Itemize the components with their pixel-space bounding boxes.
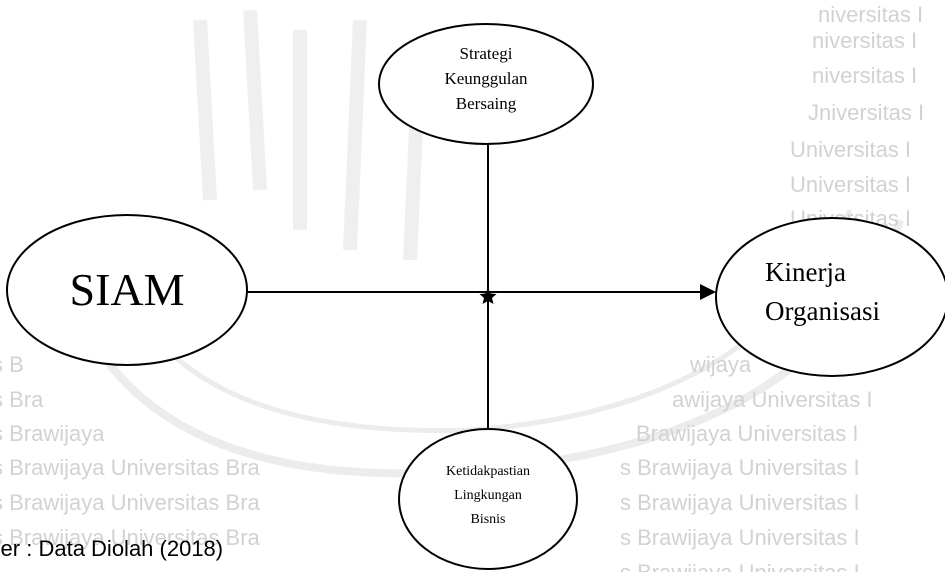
watermark-line: s Brawijaya: [0, 421, 105, 446]
arrowhead-icon: [700, 284, 716, 300]
node-ketidakpastian-label-line: Ketidakpastian: [446, 464, 530, 479]
watermark-line: niversitas I: [818, 2, 923, 27]
watermark-line: Universitas I: [790, 137, 911, 162]
node-ketidakpastian: Ketidakpastian Lingkungan Bisnis: [399, 429, 577, 569]
watermark-line: s Bra: [0, 387, 44, 412]
watermark-line: s Brawijaya Universitas Bra: [0, 455, 261, 480]
watermark-line: awijaya Universitas I: [672, 387, 873, 412]
node-siam: SIAM: [7, 215, 247, 365]
node-ketidakpastian-label-line: Lingkungan: [454, 488, 522, 503]
watermark-line: wijaya: [689, 352, 752, 377]
node-kinerja: Kinerja Organisasi: [716, 218, 945, 376]
watermark-line: Universitas I: [790, 172, 911, 197]
watermark-line: s Brawijaya Universitas I: [620, 525, 860, 550]
watermark-line: niversitas I: [812, 63, 917, 88]
watermark-line: s B: [0, 352, 24, 377]
source-caption: mber : Data Diolah (2018): [0, 536, 223, 562]
node-ketidakpastian-label-line: Bisnis: [470, 512, 505, 527]
node-kinerja-label-line: Organisasi: [765, 296, 880, 326]
watermark-line: s Brawijaya Universitas I: [620, 455, 860, 480]
node-strategi-label-line: Strategi: [460, 44, 513, 63]
node-kinerja-label-line: Kinerja: [765, 257, 846, 287]
watermark-line: niversitas I: [812, 28, 917, 53]
connectors: [247, 143, 704, 430]
watermark-line: Jniversitas I: [808, 100, 924, 125]
node-strategi: Strategi Keunggulan Bersaing: [379, 24, 593, 144]
watermark-line: s Brawijaya Universitas I: [620, 490, 860, 515]
watermark-line: Brawijaya Universitas I: [636, 421, 859, 446]
watermark-line: s Brawijaya Universitas Bra: [0, 490, 261, 515]
node-strategi-label-line: Keunggulan: [444, 69, 528, 88]
node-strategi-label-line: Bersaing: [456, 94, 517, 113]
watermark-line: s Brawijaya Universitas I: [620, 560, 860, 572]
node-siam-label: SIAM: [69, 264, 184, 315]
